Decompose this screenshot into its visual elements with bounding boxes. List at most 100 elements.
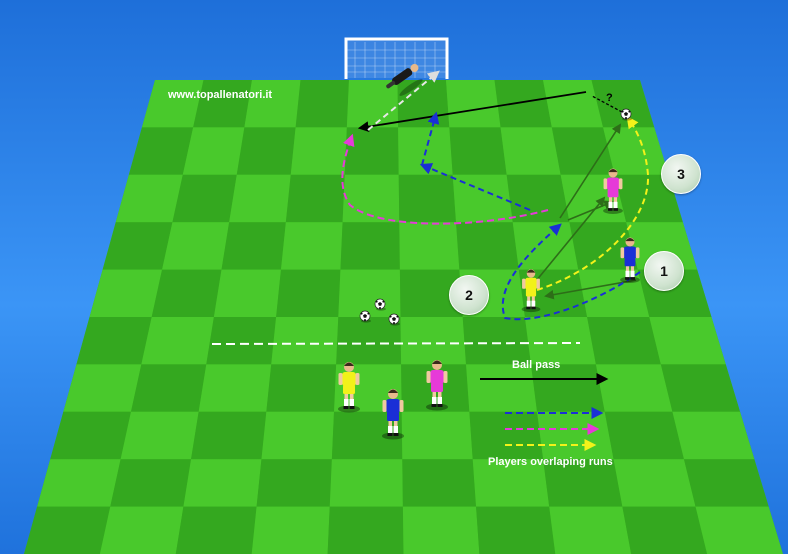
pitch-tile (537, 411, 614, 460)
pitch-tile (344, 127, 399, 175)
soccer-ball-icon (374, 298, 386, 311)
pitch-tile (603, 127, 669, 175)
pitch-tile (449, 127, 507, 175)
player-icon (521, 269, 541, 313)
step-badge: 3 (661, 154, 701, 194)
pitch-tile (476, 506, 556, 554)
player-icon (382, 389, 404, 440)
goalkeeper-icon (386, 63, 423, 96)
pitch-tile (115, 174, 183, 223)
player-icon (620, 237, 640, 283)
pitch-tile (261, 411, 335, 460)
pitch-tile (402, 506, 480, 554)
pitch-tile (683, 459, 769, 507)
pitch-tile (271, 317, 339, 365)
pitch-tile (398, 174, 457, 223)
pitch-tile (506, 174, 570, 223)
pitch-tile (331, 411, 403, 460)
pink-run-arrow (341, 133, 549, 225)
legend-overlap-label: Players overlaping runs (488, 456, 613, 468)
blue-run-arrow (421, 111, 440, 166)
pitch-tile (595, 364, 673, 412)
pitch-tile (549, 506, 632, 554)
site-watermark: www.topallenatori.it (168, 89, 273, 101)
pitch-tile (183, 459, 262, 507)
pitch-tile (182, 127, 245, 175)
pitch-tile (102, 222, 173, 270)
question-marker: ? (606, 92, 613, 104)
pass-arrow (559, 123, 622, 219)
pitch-tile (672, 411, 755, 460)
pitch-tile (141, 317, 214, 365)
pitch-tile (24, 506, 111, 554)
legend-ball-pass-label: Ball pass (512, 359, 561, 371)
pitch-tile (340, 222, 400, 270)
pitch-tile (329, 459, 403, 507)
pitch-tile (462, 317, 531, 365)
pitch-tile (244, 80, 301, 128)
pitch-tile (191, 411, 267, 460)
pitch-tile (695, 506, 783, 554)
player-icon (338, 362, 360, 413)
pitch-tile (130, 364, 207, 412)
pitch-tile (399, 269, 463, 317)
pass-arrow (544, 279, 637, 300)
pitch-tile (295, 80, 349, 128)
pitch-tile (76, 317, 152, 365)
pitch-tile (530, 364, 605, 412)
pitch-tile (402, 459, 477, 507)
pitch-tile (120, 411, 199, 460)
goal-net-icon (344, 37, 449, 79)
pitch-tile (446, 80, 501, 128)
pitch-tile (110, 459, 192, 507)
pitch-tile (469, 411, 544, 460)
pitch-tile (236, 127, 296, 175)
soccer-ball-icon (388, 313, 400, 326)
pitch-tile (99, 506, 184, 554)
shot-arrow (367, 70, 440, 131)
pitch-tile (524, 317, 596, 365)
pitch-tile (141, 80, 204, 128)
pitch-tile (494, 80, 552, 128)
pitch-pattern (24, 80, 783, 554)
pass-arrow (591, 95, 623, 113)
pitch-tile (500, 127, 561, 175)
pitch-tile (128, 127, 194, 175)
pitch-tile (256, 459, 332, 507)
dashed-line (211, 342, 581, 345)
pitch-tile (591, 80, 655, 128)
pitch-tile (193, 80, 252, 128)
pitch-tile (276, 269, 341, 317)
pitch-tile (63, 364, 142, 412)
pitch-tile (198, 364, 272, 412)
player-icon (603, 168, 623, 214)
pitch-tile (604, 411, 684, 460)
pitch-tile (622, 506, 708, 554)
pitch-tile (206, 317, 277, 365)
pitch-tile (221, 222, 286, 270)
pitch-tile (213, 269, 281, 317)
yellow-run-arrow (536, 116, 650, 291)
pitch-tile (578, 269, 650, 317)
pitch-tile (290, 127, 347, 175)
soccer-ball-icon (359, 310, 371, 323)
pitch-tile (151, 269, 222, 317)
pitch-tile (456, 222, 519, 270)
pitch-tile (649, 317, 726, 365)
pitch-tile (660, 364, 741, 412)
pitch-tile (172, 174, 237, 223)
pitch-tile (327, 506, 404, 554)
pitch-tile (401, 411, 473, 460)
pitch-tile (400, 317, 467, 365)
step-badge: 2 (449, 275, 489, 315)
pitch-tile (89, 269, 163, 317)
pitch-tile (175, 506, 257, 554)
pitch-tile (543, 459, 623, 507)
pass-arrow (526, 196, 606, 293)
pitch-tile (543, 80, 604, 128)
pass-arrow (357, 91, 587, 132)
pass-arrow (567, 200, 614, 221)
pitch-tile (613, 459, 696, 507)
pitch-tile (162, 222, 230, 270)
